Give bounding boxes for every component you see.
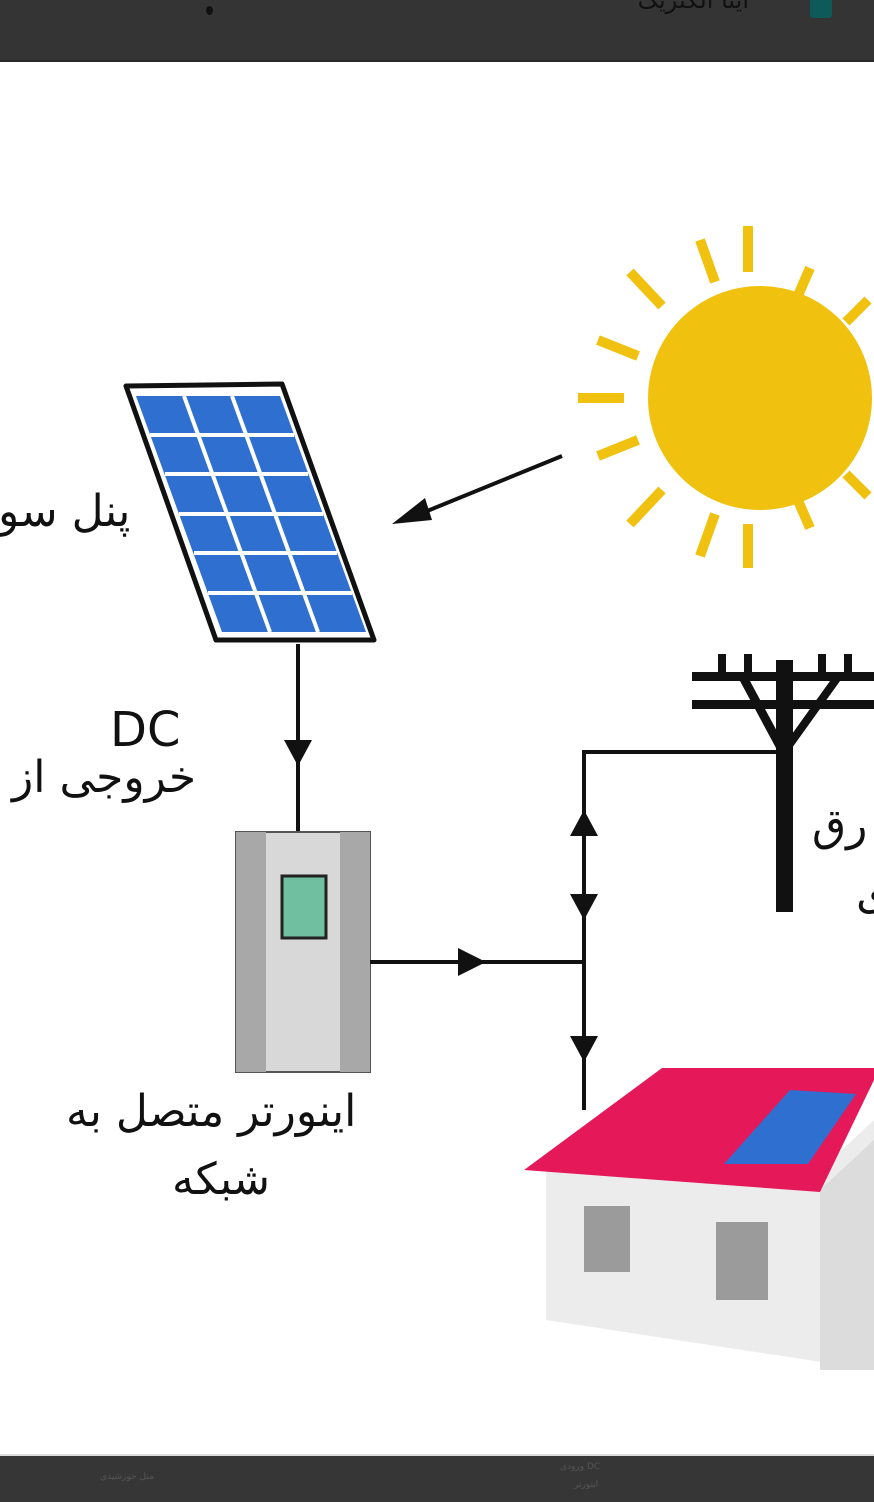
thumbnail-caption[interactable]: DC ورودی — [560, 1462, 601, 1472]
grid-label-line2: ی — [856, 868, 874, 919]
sunlight-arrow — [392, 454, 563, 524]
thumbnail-caption[interactable]: اینورتر — [574, 1480, 599, 1490]
grid-label-line1: رق — [812, 800, 868, 851]
more-vertical-icon[interactable] — [206, 6, 213, 15]
solar-grid-diagram-image: پنل سو DC خروجی از اینورتر متصل به شبکه … — [0, 62, 874, 1454]
sun-icon — [578, 226, 872, 568]
dc-wire — [284, 644, 312, 832]
app-logo-icon — [810, 0, 832, 18]
solar-panel-label: پنل سو — [0, 486, 131, 537]
thumbnail-caption[interactable]: منل خورشیدی — [100, 1472, 154, 1482]
inverter-label-line2: شبکه — [172, 1154, 271, 1205]
utility-pole-icon — [692, 654, 874, 912]
top-app-bar: آیتا الکتریک — [0, 0, 874, 62]
thumbnail-strip[interactable]: منل خورشیدی DC ورودی اینورتر — [0, 1454, 874, 1502]
solar-panel-icon — [123, 381, 377, 643]
dc-label: DC — [110, 702, 181, 758]
diagram-graphics — [123, 226, 874, 1370]
flow-arrows — [458, 810, 598, 1062]
dc-output-label: خروجی از — [12, 752, 197, 803]
house-icon — [524, 1068, 874, 1370]
app-title: آیتا الکتریک — [637, 0, 749, 14]
inverter-icon — [235, 831, 371, 1073]
ac-wires — [370, 750, 780, 1110]
inverter-label-line1: اینورتر متصل به — [66, 1086, 357, 1137]
